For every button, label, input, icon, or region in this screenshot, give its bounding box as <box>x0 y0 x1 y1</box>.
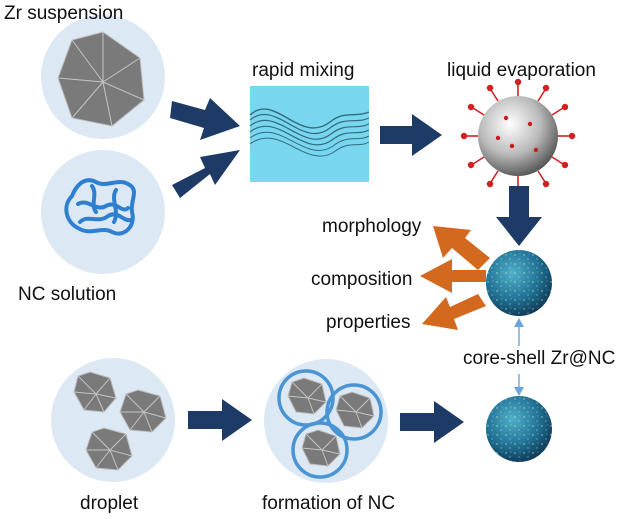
arrow-formation-to-composite <box>400 401 464 443</box>
arrow-nc-to-mixing <box>172 150 240 198</box>
nc-solution-node <box>41 150 165 274</box>
arrow-to-properties <box>422 294 486 330</box>
zr-particle-icon <box>119 389 167 433</box>
label-properties: properties <box>326 312 411 333</box>
arrow-evaporation-to-composite <box>496 186 542 246</box>
arrow-mixing-to-evaporation <box>380 114 442 156</box>
zr-particle-icon <box>73 371 117 413</box>
label-formation-of-nc: formation of NC <box>262 493 395 514</box>
nc-shell-coated-particle <box>325 383 383 441</box>
zr-particle-icon <box>57 31 145 127</box>
rapid-mixing-wave-icon <box>249 86 370 182</box>
droplet-sphere <box>478 96 558 176</box>
equivalence-link <box>514 318 524 396</box>
label-zr-suspension: Zr suspension <box>4 3 123 24</box>
label-composition: composition <box>311 269 412 290</box>
label-nc-solution: NC solution <box>18 284 116 305</box>
nc-circle <box>41 150 165 274</box>
nc-shell-coated-particle <box>291 421 349 479</box>
evaporation-rays <box>460 78 576 194</box>
arrow-droplet-to-formation <box>188 399 252 441</box>
label-rapid-mixing: rapid mixing <box>252 60 354 81</box>
label-liquid-evaporation: liquid evaporation <box>447 60 596 81</box>
label-core-shell: core-shell Zr@NC <box>463 348 615 369</box>
droplet-node <box>51 358 175 482</box>
label-droplet: droplet <box>80 493 139 514</box>
core-shell-sphere-icon <box>486 396 552 462</box>
core-shell-sphere-icon <box>486 250 552 316</box>
arrow-to-morphology <box>433 226 490 270</box>
formation-node <box>264 359 388 483</box>
zr-suspension-node <box>41 15 165 139</box>
mixing-panel <box>250 86 369 182</box>
evaporating-droplet-icon <box>460 78 576 194</box>
zr-particle-icon <box>85 427 133 471</box>
arrow-to-composition <box>420 259 486 293</box>
nc-strand-icon <box>64 178 137 236</box>
label-morphology: morphology <box>322 216 422 237</box>
arrow-zr-to-mixing <box>170 98 240 140</box>
